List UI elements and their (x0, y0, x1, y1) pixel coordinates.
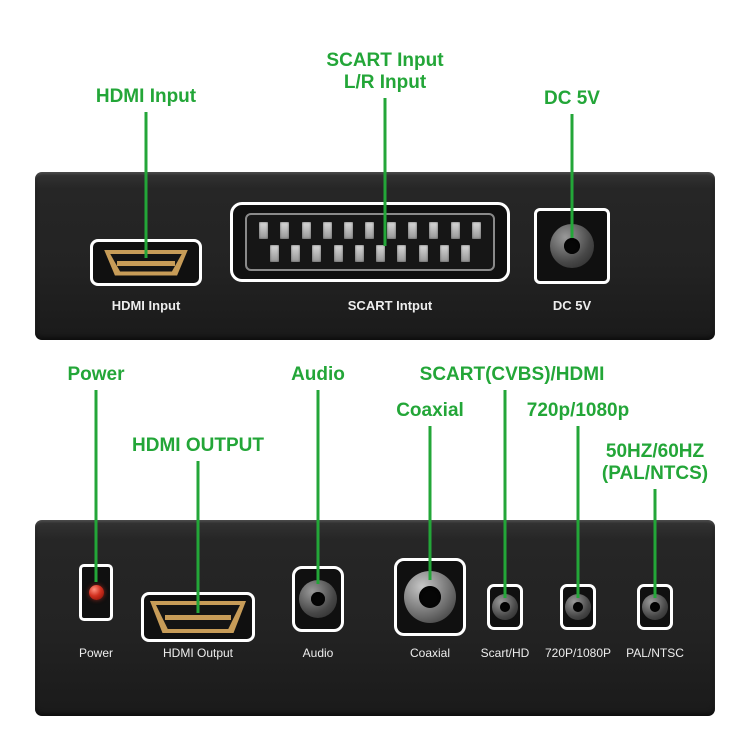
callout-hdmi-input-label: HDMI Input (95, 86, 197, 107)
resolution-switch-ring (565, 594, 591, 620)
scart-input-callout-line (383, 98, 387, 246)
coaxial-callout-line (428, 426, 432, 580)
callout-audio-label: Audio (291, 364, 345, 385)
scart-hd-switch-ring (492, 594, 518, 620)
scart-port (230, 202, 510, 282)
scart-cvbs-hdmi-callout-line (503, 390, 507, 598)
port-label-power: Power (78, 646, 114, 660)
callout-scart-input-line2: L/R Input (343, 72, 427, 93)
hdmi-output-callout-line (196, 461, 200, 613)
hdmi-input-callout-line (144, 112, 148, 258)
port-label-720p-1080p: 720P/1080P (544, 646, 612, 660)
audio-jack-hole (311, 592, 325, 606)
resolution-switch-hole (573, 602, 583, 612)
coaxial-jack-hole (419, 586, 441, 608)
scart-hd-switch-hole (500, 602, 510, 612)
callout-50hz-line2: (PAL/NTCS) (601, 463, 709, 484)
scart-pin-row-bottom (259, 244, 481, 262)
power-callout-line (94, 390, 98, 582)
dc-5v-callout-line (570, 114, 574, 238)
port-label-audio: Audio (302, 646, 334, 660)
scart-hd-switch (487, 584, 523, 630)
pal-ntsc-switch-ring (642, 594, 668, 620)
bottom-panel-device (35, 520, 715, 716)
720p-1080p-callout-line (576, 426, 580, 598)
port-label-pal-ntsc: PAL/NTSC (626, 646, 684, 660)
50hz-60hz-callout-line (653, 489, 657, 598)
port-label-dc-5v: DC 5V (552, 298, 592, 313)
callout-scart-input-label: SCART Input L/R Input (326, 50, 443, 94)
pal-ntsc-switch-hole (650, 602, 660, 612)
callout-coaxial-label: Coaxial (396, 400, 464, 421)
callout-power-label: Power (67, 364, 125, 385)
scart-pin-block (245, 213, 495, 271)
callout-dc-5v-label: DC 5V (544, 88, 600, 109)
pal-ntsc-switch (637, 584, 673, 630)
callout-720p-1080p-label: 720p/1080p (526, 400, 630, 421)
audio-jack-ring (299, 580, 337, 618)
power-led (88, 585, 104, 600)
coaxial-jack-port (394, 558, 466, 636)
port-label-scart: SCART Intput (347, 298, 433, 313)
port-label-hdmi-input: HDMI Input (111, 298, 181, 313)
callout-50hz-60hz-label: 50HZ/60HZ (PAL/NTCS) (602, 441, 708, 485)
scart-pin-row-top (259, 222, 481, 240)
port-label-scart-hd: Scart/HD (480, 646, 530, 660)
port-label-coaxial: Coaxial (409, 646, 451, 660)
callout-scart-input-line1: SCART Input (326, 50, 444, 71)
callout-scart-cvbs-hdmi-label: SCART(CVBS)/HDMI (419, 364, 605, 385)
audio-callout-line (316, 390, 320, 584)
callout-50hz-line1: 50HZ/60HZ (605, 441, 705, 462)
callout-hdmi-output-label: HDMI OUTPUT (132, 435, 264, 456)
port-label-hdmi-output: HDMI Output (162, 646, 234, 660)
dc-jack-hole (564, 238, 580, 254)
